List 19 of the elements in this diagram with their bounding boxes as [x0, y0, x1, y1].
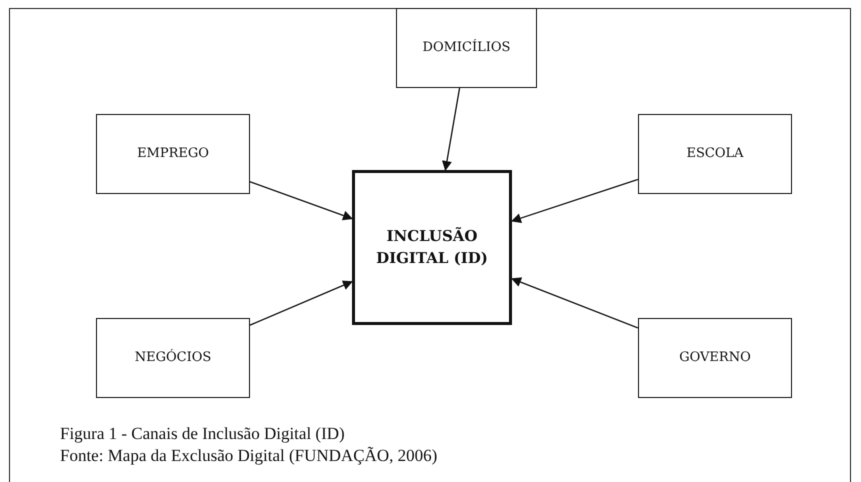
arrow: [511, 277, 638, 329]
arrow: [250, 181, 353, 220]
process-box: [638, 114, 792, 194]
central-box: [352, 170, 512, 325]
arrow: [442, 88, 460, 171]
box-label: DOMICÍLIOS: [422, 38, 510, 57]
source-note: Fonte: Mapa da Exclusão Digital (FUNDAÇÃO, 2006): [60, 446, 438, 466]
process-box: [638, 318, 792, 398]
process-box: [96, 114, 250, 194]
process-box: [396, 8, 537, 88]
process-box: [96, 318, 250, 398]
box-label: INCLUSÃO DIGITAL (ID): [375, 226, 489, 268]
box-label: NEGÓCIOS: [134, 348, 212, 367]
figure-caption: Figura 1 - Canais de Inclusão Digital (ID): [60, 424, 345, 444]
arrow: [511, 178, 638, 223]
box-label: EMPREGO: [137, 144, 209, 163]
arrow: [250, 280, 353, 326]
box-label: GOVERNO: [679, 348, 751, 367]
box-label: ESCOLA: [686, 144, 744, 163]
